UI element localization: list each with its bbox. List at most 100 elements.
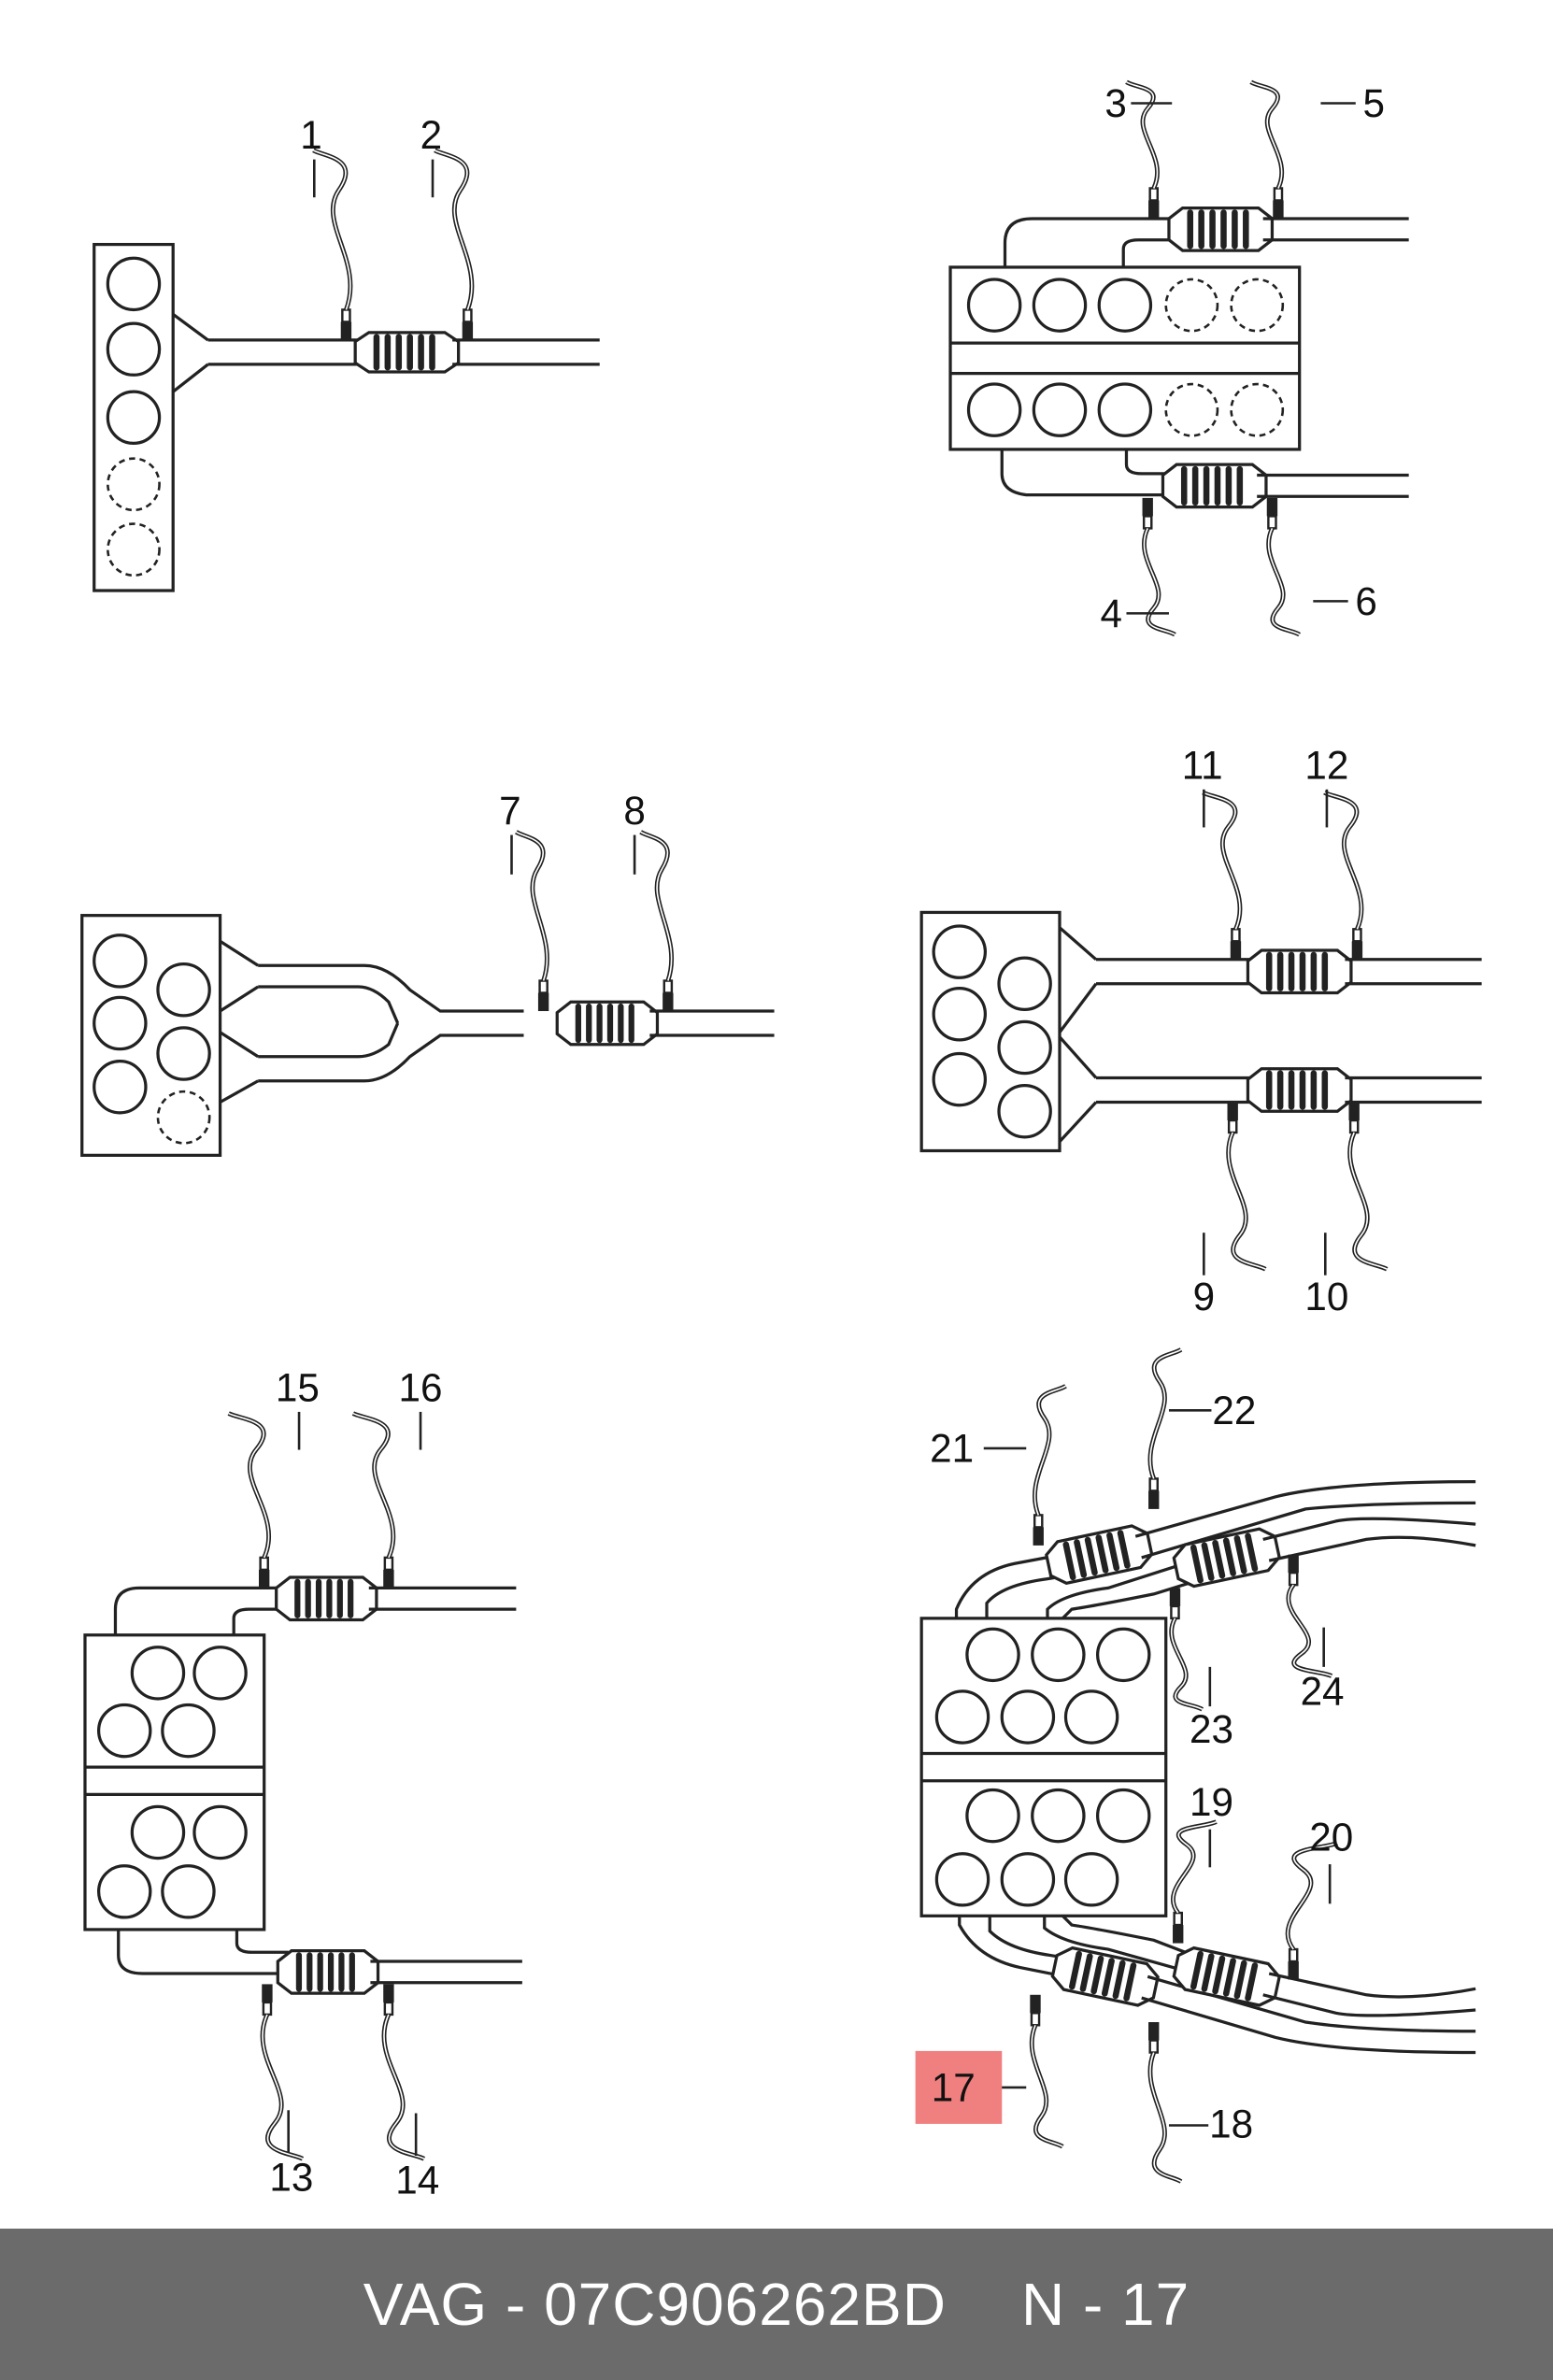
cylinder	[130, 1804, 186, 1860]
inactive-cylinder	[1164, 278, 1219, 333]
converter-rib	[1187, 209, 1194, 249]
callout-label: 5	[1363, 81, 1386, 125]
converter-rib	[1117, 1530, 1131, 1569]
sensor-wire-core	[1267, 528, 1301, 635]
footer-caption: VAG - 07C906262BD N - 17	[363, 2270, 1190, 2339]
cylinder	[192, 1804, 248, 1860]
cylinder	[1032, 278, 1088, 333]
oxygen-sensor-icon	[434, 148, 475, 340]
position-reference: N - 17	[1020, 2271, 1190, 2338]
exhaust-pipe	[232, 1607, 289, 1635]
part-number: VAG - 07C906262BD	[363, 2271, 947, 2338]
converter-shell	[1045, 1524, 1154, 1586]
inactive-cylinder	[107, 522, 161, 577]
sensor-body	[259, 1569, 270, 1589]
callout-label: 2	[420, 113, 443, 157]
oxygen-sensor-icon	[1323, 790, 1364, 960]
sensor-body	[1348, 1102, 1360, 1120]
callout-label: 24	[1301, 1669, 1345, 1713]
callout-label: 9	[1193, 1275, 1216, 1318]
callout-label: 3	[1104, 81, 1126, 125]
catalytic-converter	[276, 1949, 380, 1995]
callout-label: 16	[399, 1366, 443, 1410]
exhaust-manifold	[1058, 1035, 1098, 1143]
converter-rib	[306, 1952, 313, 1992]
catalytic-converter	[1050, 1945, 1160, 2007]
converter-rib	[327, 1952, 335, 1992]
exhaust-pipe	[1061, 1580, 1194, 1620]
sensor-wire-core	[1323, 791, 1362, 930]
converter-rib	[1201, 1953, 1215, 1992]
sensor-body	[1266, 497, 1278, 517]
converter-rib	[1233, 1960, 1247, 2000]
converter-rib	[1095, 1534, 1109, 1574]
cylinder	[130, 1646, 186, 1701]
callout-label: 23	[1190, 1707, 1233, 1751]
sensor-wire	[381, 2013, 426, 2161]
exhaust-manifold	[1058, 926, 1098, 1033]
sensor-wire-core	[228, 1412, 270, 1559]
cylinder	[934, 1852, 990, 1907]
callout-label: 18	[1209, 2102, 1253, 2146]
exhaust-pipe	[117, 1929, 289, 1975]
sensor-body	[1230, 941, 1242, 960]
callout-label: 1	[300, 113, 322, 157]
sensor-body	[383, 1569, 394, 1589]
cylinder	[93, 933, 148, 989]
sensor-nut	[1173, 1911, 1183, 1927]
oxygen-sensor-icon	[312, 148, 353, 340]
cylinder	[1063, 1689, 1119, 1745]
cylinder	[1031, 1788, 1086, 1844]
exhaust-pipe	[1268, 1972, 1476, 1999]
sensor-wire-core	[352, 1412, 394, 1559]
sensor-wire	[434, 148, 475, 311]
sensor-body	[1030, 1994, 1041, 2014]
converter-rib	[348, 1578, 354, 1618]
sensor-wire	[1347, 1132, 1389, 1272]
cylinder	[1000, 1852, 1056, 1907]
catalytic-converter	[1172, 1527, 1281, 1589]
oxygen-sensor-icon	[1266, 497, 1302, 637]
sensor-wire	[227, 1411, 272, 1559]
converter-rib	[1068, 1950, 1082, 1990]
catalytic-converter	[1045, 1524, 1154, 1586]
cylinder	[96, 1703, 152, 1759]
sensor-nut	[1267, 515, 1277, 530]
oxygen-sensor-icon	[1285, 1841, 1338, 1980]
callout-label: 14	[395, 2159, 439, 2202]
converter-rib	[1310, 1070, 1318, 1110]
cylinder	[161, 1703, 216, 1759]
converter-rib	[1190, 1544, 1204, 1584]
cylinder	[966, 382, 1022, 437]
converter-shell	[1172, 1527, 1281, 1589]
sensor-wire-core	[1149, 1348, 1182, 1479]
oxygen-sensor-icon	[1147, 2022, 1183, 2184]
callout-label: 13	[269, 2155, 313, 2199]
sensor-body	[383, 1984, 394, 2002]
converter-rib	[1245, 1532, 1259, 1572]
exhaust-pipe	[1134, 1480, 1476, 1538]
sensor-nut	[1288, 1571, 1299, 1587]
catalytic-converter	[555, 1000, 660, 1047]
sensor-wire-core	[640, 831, 673, 981]
sensor-nut	[262, 2001, 273, 2017]
converter-rib	[618, 1003, 624, 1044]
cylinder	[1000, 1689, 1056, 1745]
sensor-nut	[1348, 1119, 1360, 1134]
sensor-nut	[383, 1556, 394, 1572]
sensor-body	[1148, 2022, 1160, 2041]
converter-rib	[628, 1003, 634, 1044]
sensor-wire	[1226, 1132, 1267, 1272]
converter-rib	[1310, 951, 1318, 991]
sensor-nut	[1142, 515, 1153, 530]
converter-rib	[373, 334, 380, 371]
converter-rib	[315, 1578, 322, 1618]
converter-shell	[1172, 1945, 1281, 2007]
catalytic-converter	[1161, 463, 1268, 509]
oxygen-sensor-icon	[1249, 79, 1285, 219]
converter-rib	[1112, 1960, 1126, 2000]
sensor-body	[1351, 941, 1363, 960]
sensor-nut	[1352, 928, 1362, 943]
converter-rib	[317, 1952, 323, 1992]
